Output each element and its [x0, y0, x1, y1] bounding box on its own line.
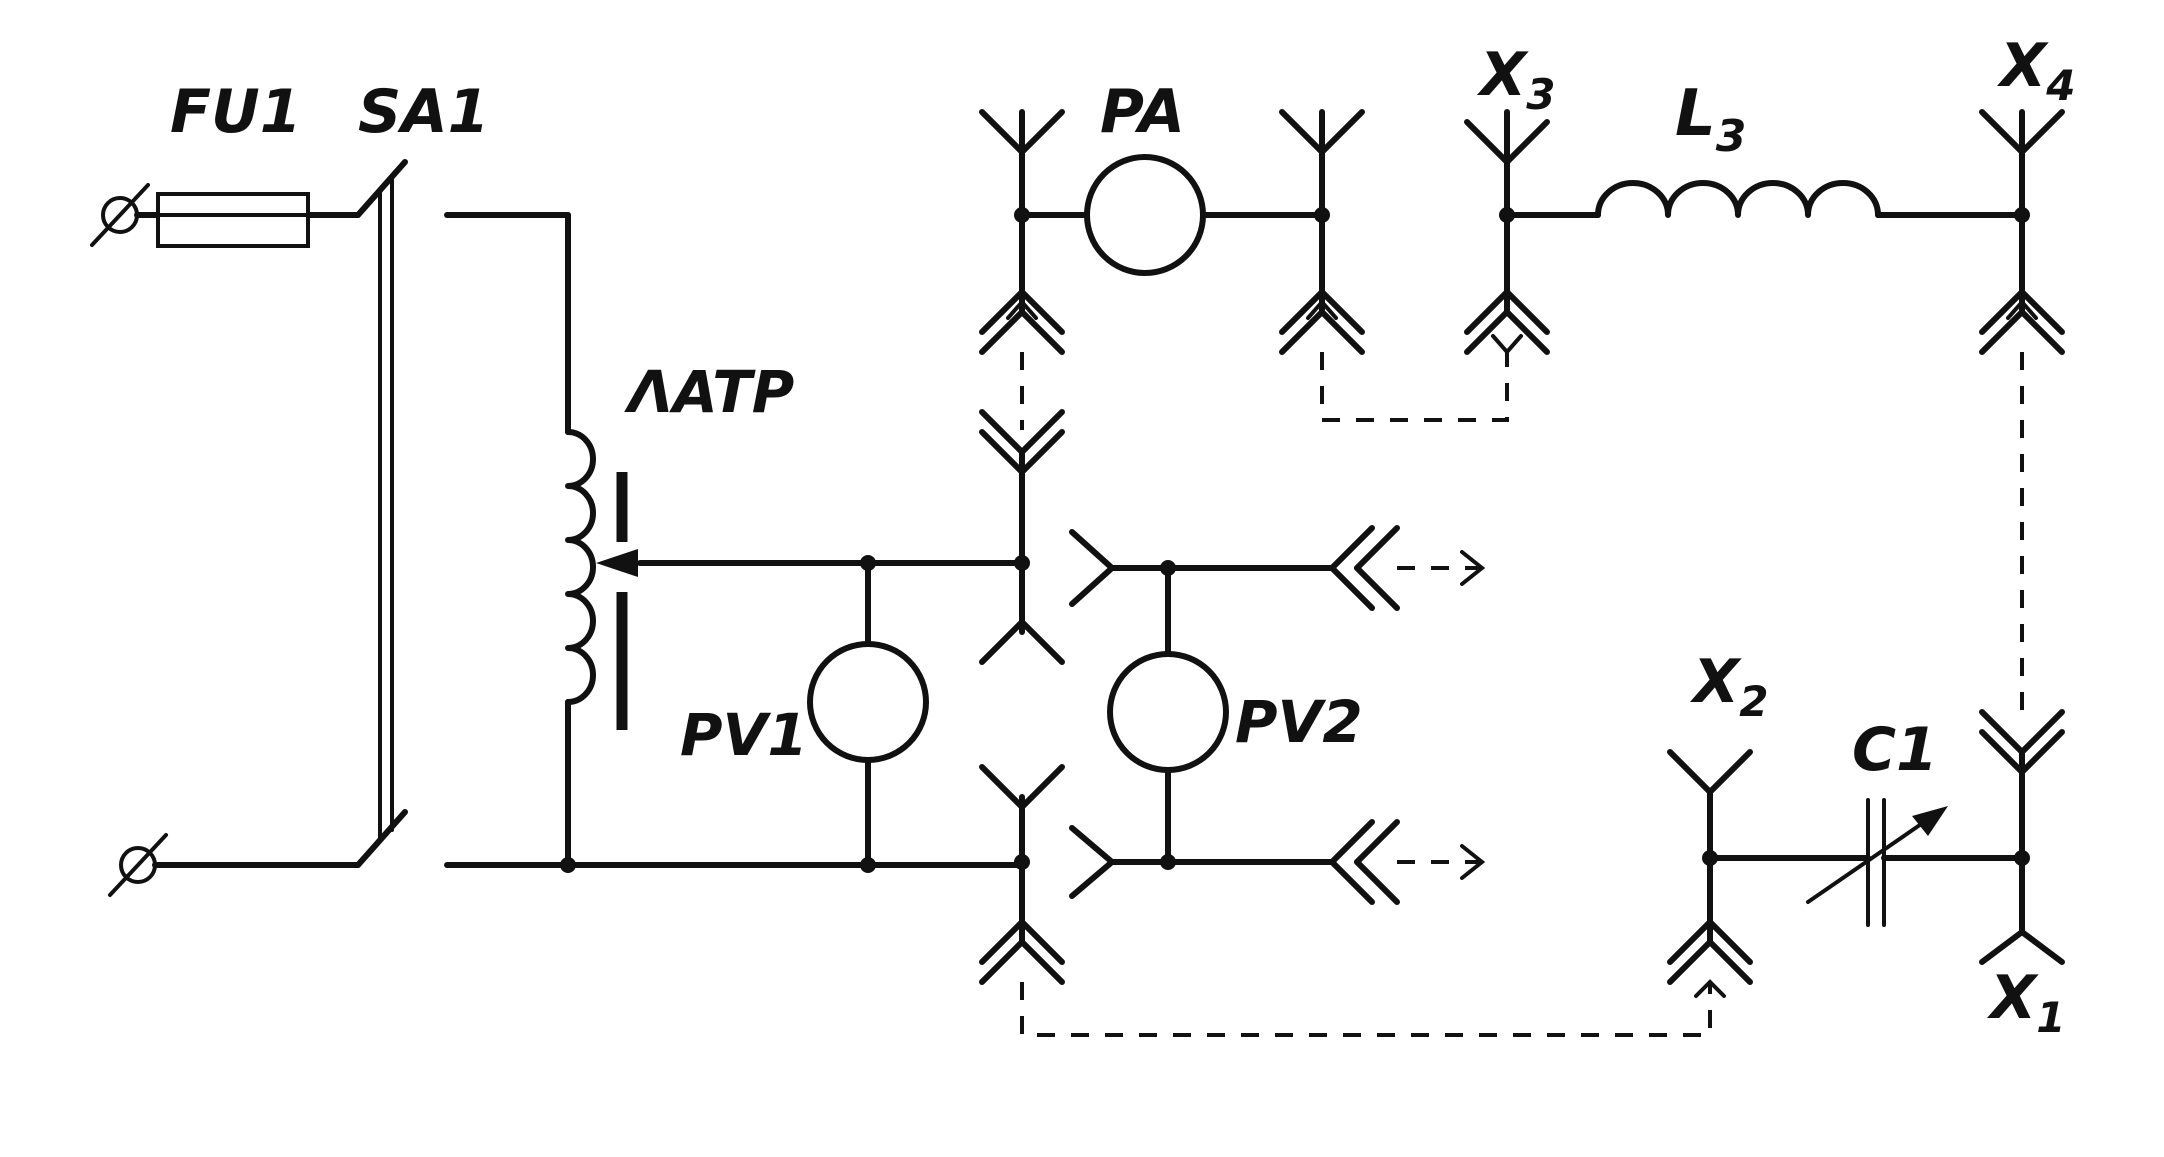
ammeter-pa: [979, 109, 1365, 355]
jack-x2: [1667, 749, 1753, 985]
voltmeter-pv2-branch: [1069, 525, 1486, 905]
label-pv1: PV1: [680, 701, 808, 769]
label-x3: X3: [1476, 40, 1556, 119]
inductor-l3: [1504, 180, 2025, 218]
voltmeter-pv1: [807, 560, 929, 868]
label-c1: C1: [1852, 715, 1938, 785]
label-latr: ΛATP: [624, 358, 794, 426]
capacitor-c1: [1707, 798, 2025, 927]
jack-x3: [1464, 109, 1550, 355]
jack-x4: [1979, 109, 2065, 355]
label-pv2: PV2: [1235, 688, 1363, 756]
jack-x1: [1979, 709, 2065, 965]
label-x1: X1: [1986, 963, 2066, 1042]
label-l3: L3: [1675, 77, 1746, 162]
label-fu1: FU1: [170, 77, 301, 147]
autotransformer-latr: [444, 212, 1025, 868]
label-x2: X2: [1689, 647, 1769, 726]
patch-cords: [1006, 298, 2038, 1037]
label-x4: X4: [1996, 31, 2076, 110]
jack-j1: [979, 409, 1065, 665]
junction-dots: [560, 207, 2030, 873]
fuse-fu1: [134, 192, 361, 248]
label-pa: PA: [1100, 77, 1185, 147]
label-sa1: SA1: [358, 77, 489, 147]
switch-sa1: [152, 159, 408, 868]
jack-j2: [979, 764, 1065, 985]
